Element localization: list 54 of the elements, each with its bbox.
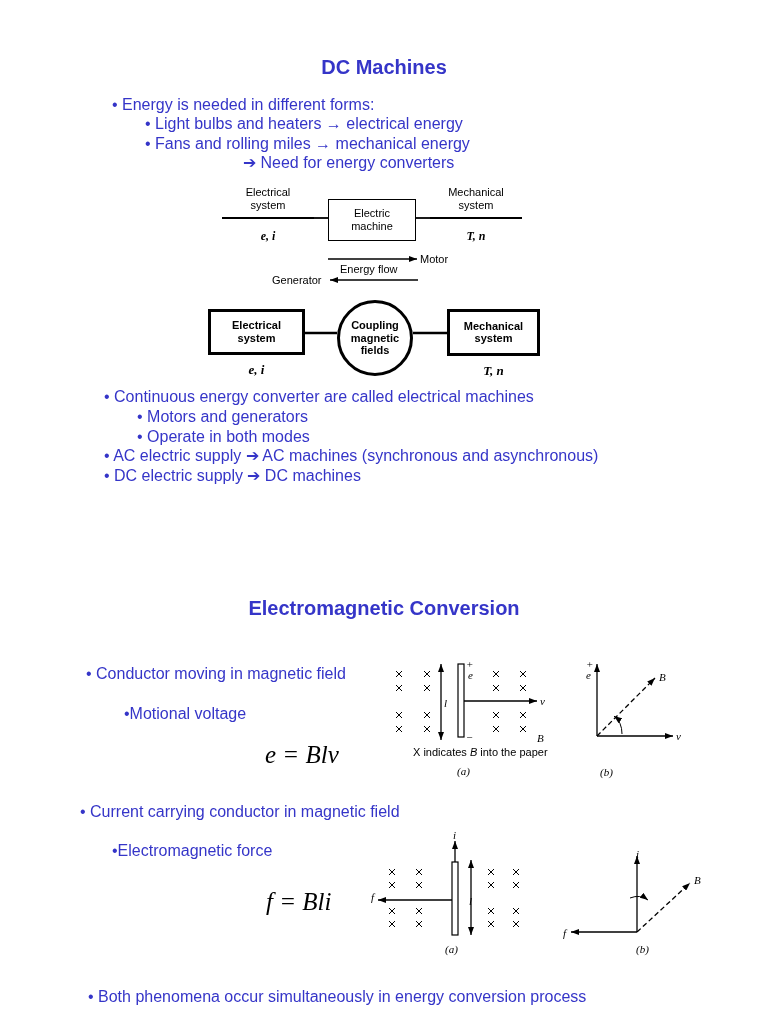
symbol-label: l	[444, 697, 448, 710]
bullet-text: • Continuous energy converter are called electrical machines	[104, 388, 534, 406]
connector-line	[305, 331, 337, 335]
sign-label: +	[586, 658, 594, 671]
connector-line	[313, 217, 329, 219]
bullet-text: • Light bulbs and heaters → electrical energy	[145, 115, 463, 133]
bullet-text: • Energy is needed in different forms:	[112, 96, 375, 114]
symbol-label: f	[563, 927, 567, 940]
bullet-text: • DC electric supply ➔ DC machines	[104, 467, 361, 485]
bullet-text: • Operate in both modes	[137, 428, 310, 446]
symbol-label: l	[469, 895, 473, 908]
bullet-text: • Both phenomena occur simultaneously in energy conversion process	[88, 988, 587, 1006]
figure-caption: X indicates B into the paper	[413, 746, 548, 759]
arrow-label: Motor	[420, 253, 449, 266]
arrow-label: Generator	[272, 274, 322, 287]
sign-label: −	[466, 731, 474, 744]
machine-box: Electric machine	[328, 199, 416, 241]
connector-line	[415, 217, 431, 219]
coupling-circle: Coupling magnetic fields	[337, 300, 413, 376]
system-label: Mechanical system T, n	[430, 186, 522, 250]
symbol-label: B	[694, 874, 701, 887]
symbol-label: T, n	[483, 364, 504, 379]
arrow-label: Energy flow	[340, 263, 398, 276]
equation: e = Blv	[265, 741, 339, 769]
bullet-text: • Motors and generators	[137, 408, 309, 426]
symbol-label: B	[537, 732, 544, 745]
equation: f = Bli	[266, 888, 332, 916]
sign-label: +	[466, 658, 474, 671]
bullet-text: •Electromagnetic force	[112, 842, 273, 860]
symbol-label: B	[659, 671, 666, 684]
symbol-label: e, i	[248, 363, 265, 378]
symbol-label: i	[636, 848, 640, 861]
title: DC Machines	[320, 56, 448, 78]
figure-caption: (a)	[457, 765, 470, 778]
bullet-text: • Current carrying conductor in magnetic field	[80, 803, 400, 821]
system-box: Mechanical system	[447, 309, 540, 356]
figure-caption: (a)	[445, 943, 458, 956]
system-label: Electrical system e, i	[222, 186, 314, 250]
figure-caption: (b)	[600, 766, 613, 779]
symbol-label: v	[676, 730, 681, 743]
bullet-text: • Conductor moving in magnetic field	[86, 665, 346, 683]
bullet-text: •Motional voltage	[124, 705, 247, 723]
symbol-label: e	[586, 669, 591, 682]
bullet-text: ➔ Need for energy converters	[243, 154, 455, 172]
bullet-text: • AC electric supply ➔ AC machines (synchronous and asynchronous)	[104, 447, 599, 465]
connector-line	[413, 331, 447, 335]
figure-caption: (b)	[636, 943, 649, 956]
symbol-label: e	[468, 669, 473, 682]
heading: Electromagnetic Conversion	[248, 597, 520, 619]
symbol-label: f	[371, 891, 375, 904]
symbol-label: i	[453, 829, 457, 842]
bullet-text: • Fans and rolling miles → mechanical energy	[145, 135, 470, 153]
symbol-label: v	[540, 695, 545, 708]
system-box: Electrical system	[208, 309, 305, 355]
